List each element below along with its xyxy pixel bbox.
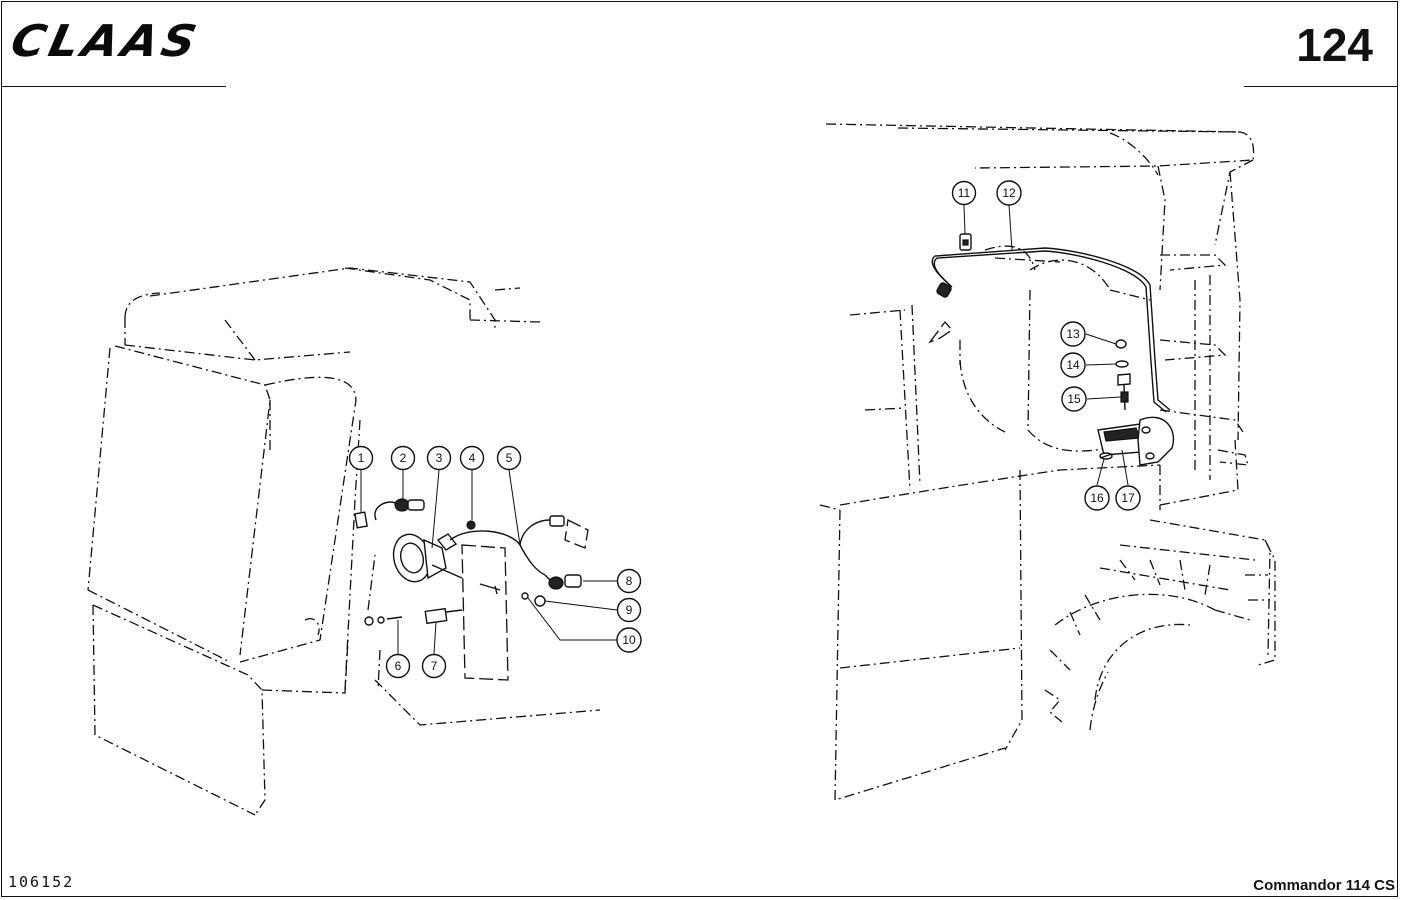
callout-17: 17 xyxy=(1115,485,1141,511)
callout-label: 3 xyxy=(436,451,443,465)
callout-11: 11 xyxy=(951,180,977,206)
callout-6: 6 xyxy=(385,653,411,679)
callout-label: 12 xyxy=(1002,186,1016,200)
callout-label: 7 xyxy=(431,659,438,673)
callout-label: 10 xyxy=(622,633,636,647)
callout-13: 13 xyxy=(1060,321,1086,347)
callout-label: 6 xyxy=(395,659,402,673)
callout-label: 11 xyxy=(958,186,971,200)
callout-9: 9 xyxy=(616,597,642,623)
left-light-assembly xyxy=(354,498,589,626)
callout-16: 16 xyxy=(1084,485,1110,511)
callout-label: 5 xyxy=(506,451,513,465)
callout-10: 10 xyxy=(616,627,642,653)
right-machine-view xyxy=(819,123,1276,801)
callout-label: 4 xyxy=(469,451,476,465)
callout-label: 13 xyxy=(1066,327,1080,341)
callout-label: 8 xyxy=(626,574,633,588)
callout-3: 3 xyxy=(426,445,452,471)
callout-label: 14 xyxy=(1066,358,1080,372)
callout-label: 9 xyxy=(626,603,633,617)
right-light-assembly xyxy=(928,233,1175,466)
model-name: Commandor 114 CS xyxy=(1253,877,1395,894)
header-rule-right xyxy=(1244,86,1398,87)
drawing-number: 106152 xyxy=(8,873,75,891)
leader-lines xyxy=(360,204,1129,655)
callout-1: 1 xyxy=(348,445,374,471)
callout-5: 5 xyxy=(496,445,522,471)
callout-12: 12 xyxy=(996,180,1022,206)
callout-label: 15 xyxy=(1067,392,1081,406)
page-number: 124 xyxy=(1296,19,1373,71)
callout-label: 16 xyxy=(1090,491,1104,505)
callout-8: 8 xyxy=(616,568,642,594)
callout-label: 17 xyxy=(1121,491,1135,505)
header-rule-left xyxy=(2,86,226,87)
callout-label: 1 xyxy=(358,451,365,465)
callout-4: 4 xyxy=(459,445,485,471)
callout-15: 15 xyxy=(1061,386,1087,412)
left-cab-view xyxy=(87,267,601,816)
callout-label: 2 xyxy=(400,451,407,465)
callout-14: 14 xyxy=(1060,352,1086,378)
callout-2: 2 xyxy=(390,445,416,471)
callout-7: 7 xyxy=(421,653,447,679)
